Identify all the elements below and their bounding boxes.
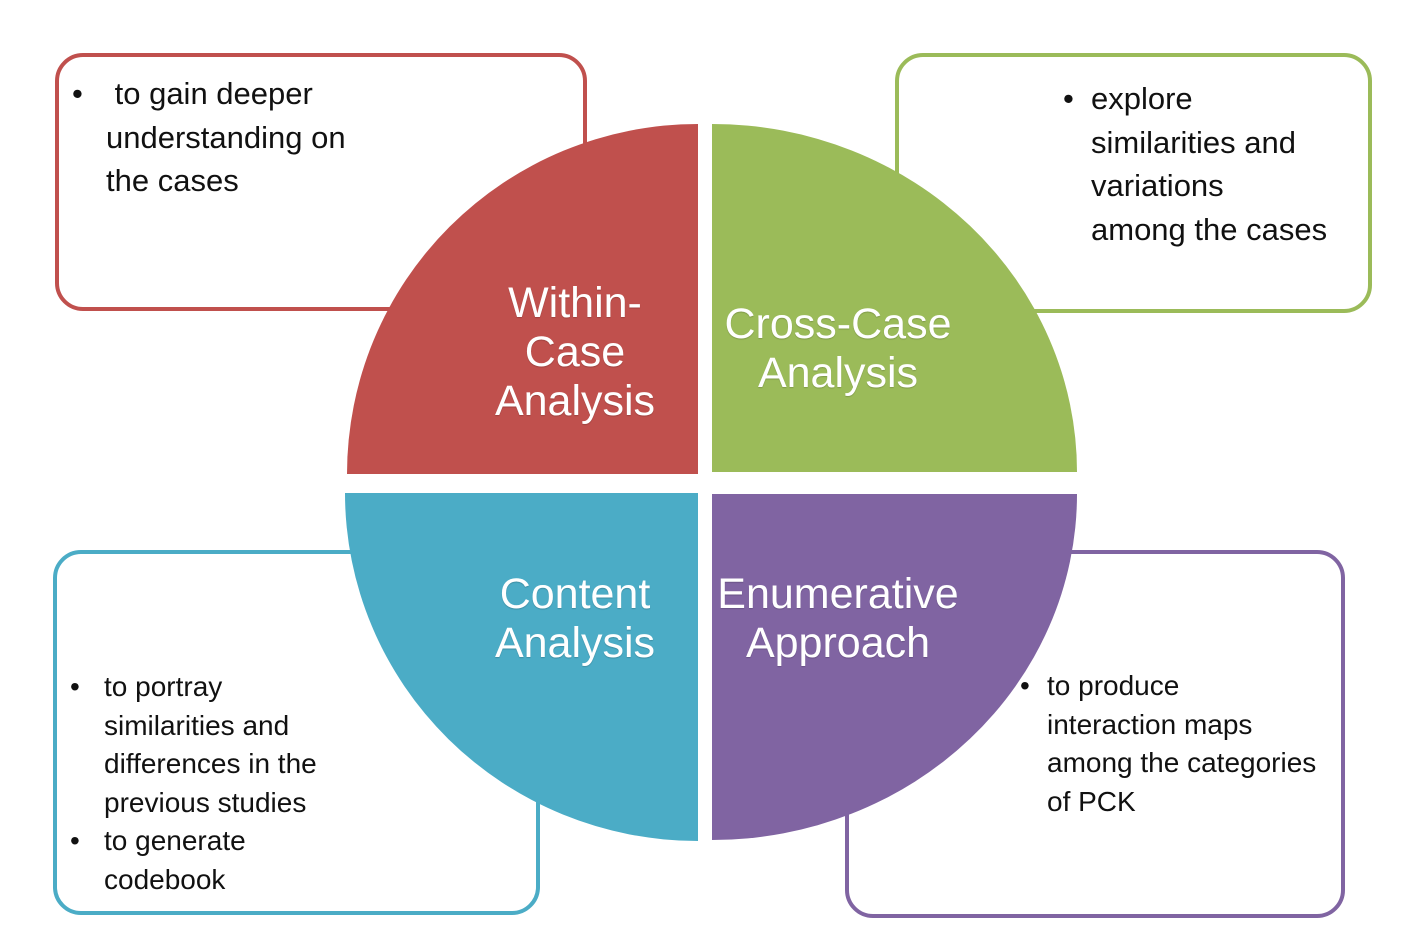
quadrant-label-enumerative: Enumerative Approach: [668, 570, 1008, 668]
bullet-line: codebook: [104, 863, 226, 895]
callout-content-analysis-bullets: • to portray similarities and difference…: [70, 668, 317, 899]
label-line: Analysis: [494, 619, 656, 667]
callout-within-case: • to gain deeper understanding on the ca…: [55, 53, 587, 311]
bullet-line: interaction maps: [1047, 708, 1253, 740]
callout-cross-case-bullets: • explore similarities and variations am…: [1063, 77, 1327, 251]
callout-within-case-bullets: • to gain deeper understanding on the ca…: [72, 72, 346, 203]
bullet-icon: •: [1063, 81, 1074, 116]
bullet-line: similarities and: [1091, 124, 1297, 160]
bullet-icon: •: [72, 76, 83, 111]
quadrant-label-within-case: Within- Case Analysis: [405, 279, 745, 426]
label-line: Cross-Case: [724, 300, 952, 348]
label-line: Enumerative: [717, 570, 959, 618]
quadrant-label-content: Content Analysis: [405, 570, 745, 668]
bullet-line: similarities and: [104, 709, 290, 741]
bullet-icon: •: [70, 671, 80, 702]
bullet-icon: •: [70, 825, 80, 856]
bullet-line: variations: [1091, 168, 1224, 203]
bullet-line: previous studies: [104, 786, 307, 818]
bullet-line: explore: [1091, 81, 1193, 116]
bullet-line: among the cases: [1091, 211, 1328, 247]
bullet-line: to gain deeper: [106, 76, 313, 111]
bullet-item: • to generate codebook: [70, 822, 317, 899]
bullet-icon: •: [1020, 670, 1030, 701]
bullet-line: to produce: [1047, 670, 1180, 701]
bullet-line: the cases: [106, 163, 239, 198]
bullet-line: differences in the: [104, 748, 317, 779]
bullet-item: • explore similarities and variations am…: [1063, 77, 1327, 251]
label-line: Approach: [745, 619, 931, 667]
bullet-item: • to gain deeper understanding on the ca…: [72, 72, 346, 203]
bullet-text: to generate codebook: [104, 822, 246, 899]
label-line: Case: [524, 328, 626, 376]
quadrant-label-cross-case: Cross-Case Analysis: [668, 300, 1008, 398]
bullet-line: to portray: [104, 671, 223, 702]
bullet-text: explore similarities and variations amon…: [1091, 77, 1327, 251]
label-line: Within-: [508, 279, 642, 327]
bullet-line: understanding on: [106, 119, 346, 155]
bullet-line: to generate: [104, 825, 246, 856]
bullet-line: among the categories: [1047, 747, 1317, 778]
label-line: Analysis: [757, 349, 919, 397]
bullet-line: of PCK: [1047, 785, 1136, 817]
label-line: Analysis: [494, 377, 656, 425]
bullet-text: to produce interaction maps among the ca…: [1047, 667, 1316, 821]
bullet-item: • to portray similarities and difference…: [70, 668, 317, 822]
callout-enumerative-approach-bullets: • to produce interaction maps among the …: [1020, 667, 1316, 821]
bullet-text: to portray similarities and differences …: [104, 668, 317, 822]
label-line: Content: [499, 570, 651, 618]
bullet-text: to gain deeper understanding on the case…: [106, 72, 346, 203]
bullet-item: • to produce interaction maps among the …: [1020, 667, 1316, 821]
